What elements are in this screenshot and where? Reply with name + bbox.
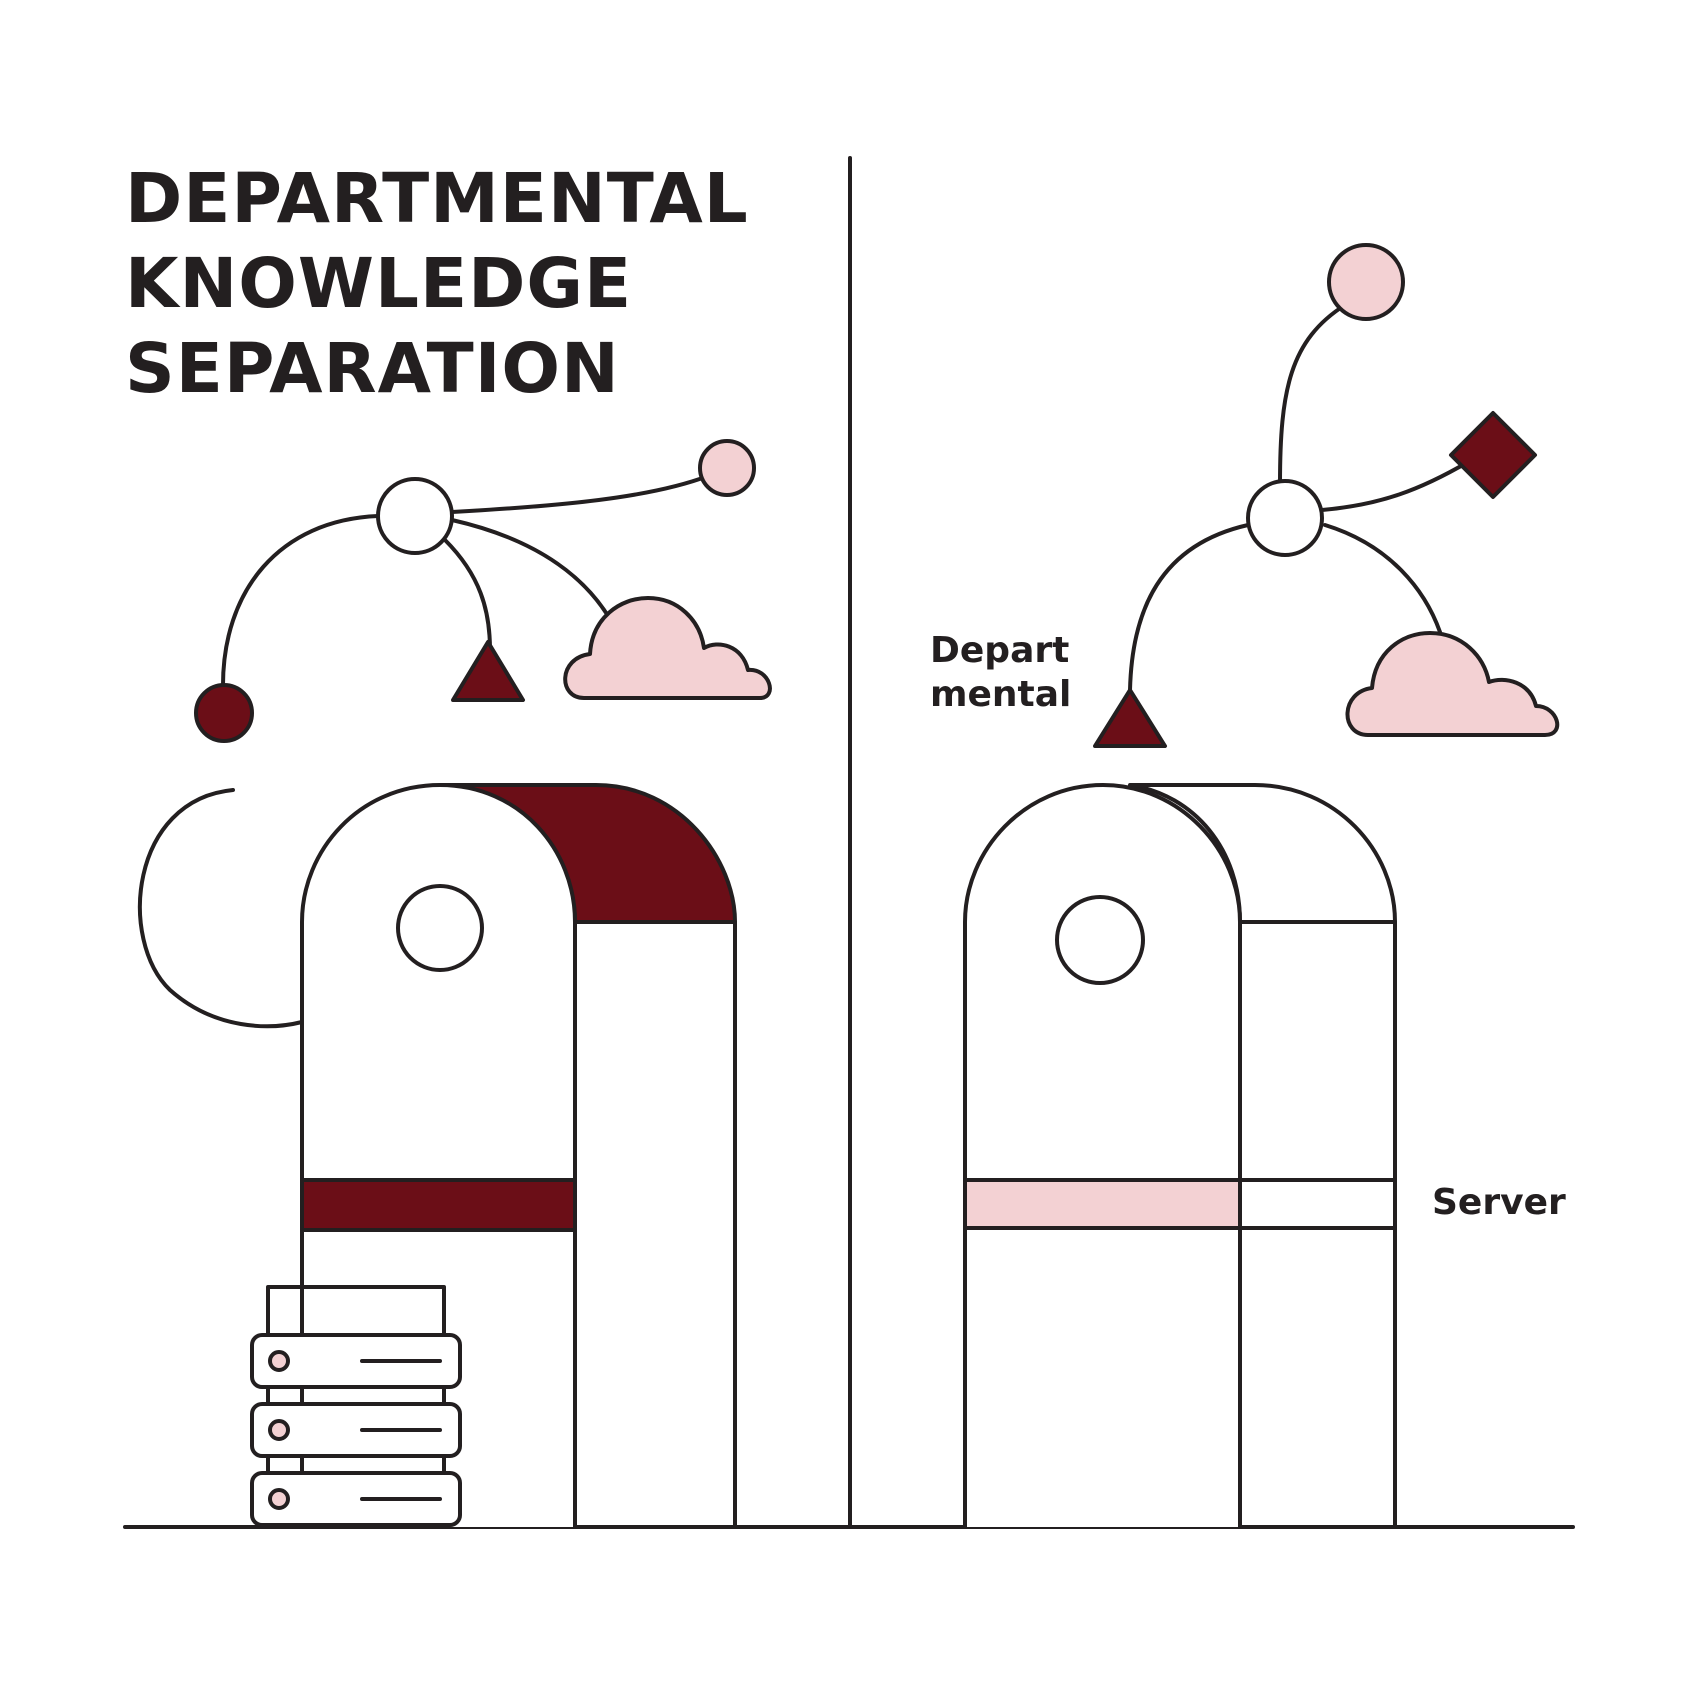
graph-edge [220,514,380,690]
hub-node [1246,479,1324,557]
graph-edge [1320,460,1470,512]
graph-edge [1128,523,1250,692]
triangle-node [451,640,525,702]
graph-edge [450,474,710,514]
right-knowledge-graph [1093,243,1560,748]
right-arch-tower [963,783,1397,1529]
graph-edge [1323,523,1442,634]
server-connector [266,1385,446,1406]
title-line-3: SEPARATION [125,329,620,409]
server-connector [266,1454,446,1475]
red-band [300,1178,577,1232]
diamond-node [1449,411,1537,499]
arch-window [1055,895,1145,985]
hub-node [376,477,454,555]
tether-arc [137,788,304,1029]
cloud-icon [563,596,772,700]
title-block: DEPARTMENTAL KNOWLEDGE SEPARATION [125,159,749,409]
dark-red-node [194,683,254,743]
departmental-label-line-2: mental [930,674,1071,715]
departmental-label: Depart mental [930,630,1071,715]
server-stack-icon [250,1285,462,1527]
left-knowledge-graph [194,439,772,743]
cloud-icon [1345,631,1560,737]
pink-band [967,1180,1238,1228]
title-line-1: DEPARTMENTAL [125,159,749,239]
pink-node [1327,243,1405,321]
graph-edge [450,518,617,630]
back-panel [573,920,737,1529]
front-arch [963,783,1242,1527]
back-arch [1128,783,1397,1529]
arch-window [396,884,484,972]
title-line-2: KNOWLEDGE [125,244,632,324]
server-top-mask [270,1289,300,1333]
pink-node [698,439,756,497]
departmental-label-line-1: Depart [930,630,1069,671]
server-led [268,1419,290,1441]
server-connector [266,1285,446,1337]
graph-edge [443,538,492,652]
graph-edge [1278,303,1347,486]
server-led [268,1350,290,1372]
server-led [268,1488,290,1510]
triangle-node [1093,688,1167,748]
server-label: Server [1432,1182,1566,1223]
